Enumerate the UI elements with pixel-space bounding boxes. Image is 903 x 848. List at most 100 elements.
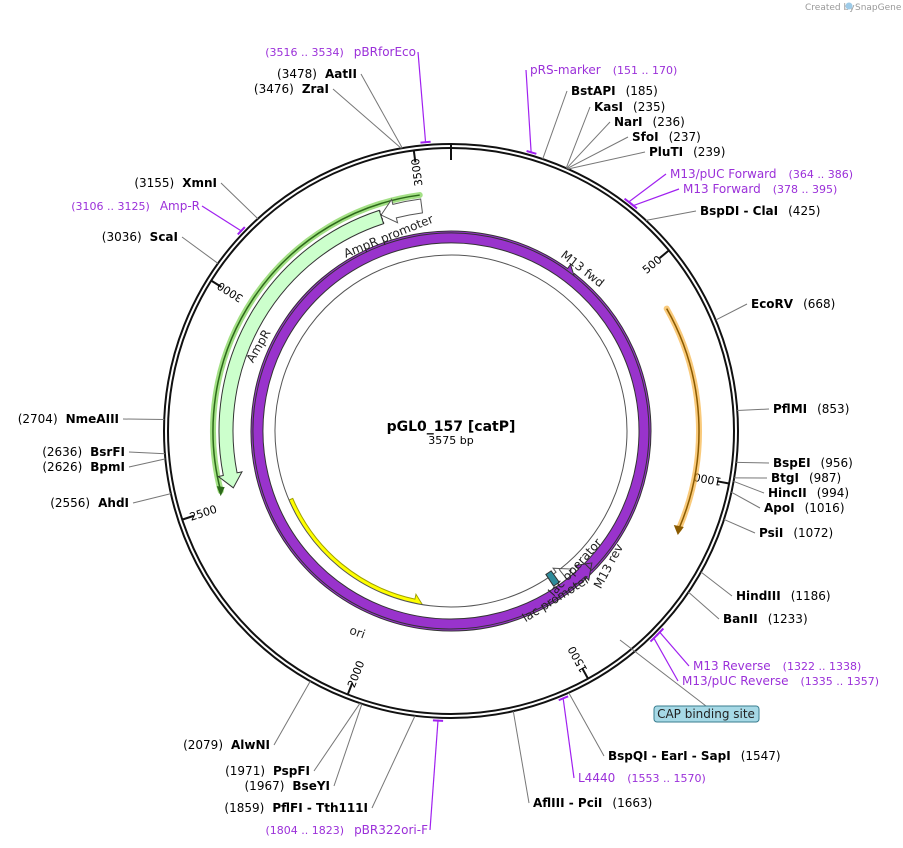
enzyme-site-bspdi-clai[interactable]: BspDI - ClaI(425) — [700, 204, 820, 218]
enzyme-position: (237) — [669, 130, 701, 144]
enzyme-site-btgi[interactable]: BtgI(987) — [771, 471, 841, 485]
primer-range: (3106 .. 3125) — [71, 200, 150, 213]
feature-ampr[interactable] — [217, 209, 385, 489]
tick-label: 2000 — [345, 659, 367, 690]
enzyme-leader-kasi — [565, 106, 591, 169]
enzyme-site-aatii[interactable]: (3478) AatII — [277, 67, 357, 81]
enzyme-name: PflMI — [773, 402, 807, 416]
primer-leader-prs-marker — [525, 69, 532, 154]
enzyme-leader-sfoi — [566, 136, 629, 169]
enzyme-site-alwni[interactable]: (2079)AlwNI — [183, 738, 270, 752]
enzyme-leader-bseyi — [333, 703, 363, 787]
enzyme-leader-afliii-pcii — [512, 711, 530, 804]
enzyme-leader-bpmi — [128, 458, 166, 468]
enzyme-leader-zrai — [332, 88, 402, 149]
feature-label-ori: ori — [348, 623, 367, 641]
enzyme-site-pluti[interactable]: PluTI(239) — [649, 145, 725, 159]
enzyme-position: (3036) — [102, 230, 142, 244]
tick-mark — [717, 480, 730, 485]
enzyme-site-bsrfi[interactable]: (2636)BsrFI — [42, 445, 125, 459]
enzyme-name: ZraI — [302, 82, 329, 96]
enzyme-site-apoi[interactable]: ApoI(1016) — [764, 501, 845, 515]
primer-pbr322ori-f[interactable]: (1804 .. 1823)pBR322ori-F — [266, 823, 429, 837]
tick-mark — [412, 150, 417, 163]
enzyme-site-pspfi[interactable]: (1971) PspFI — [225, 764, 310, 778]
feature-ampr-promoter[interactable] — [380, 198, 424, 224]
enzyme-site-nari[interactable]: NarI (236) — [614, 115, 685, 129]
primer-pbrforeco[interactable]: (3516 .. 3534)pBRforEco — [265, 45, 416, 59]
primer-l4440[interactable]: L4440(1553 .. 1570) — [578, 771, 706, 785]
feature-cap-binding-site[interactable] — [545, 570, 560, 587]
enzyme-name: NmeAIII — [66, 412, 119, 426]
enzyme-site-bseyi[interactable]: (1967)BseYI — [245, 779, 331, 793]
enzyme-site-pflmi[interactable]: PflMI(853) — [773, 402, 849, 416]
enzyme-position: (1663) — [612, 796, 652, 810]
enzyme-site-psii[interactable]: PsiI(1072) — [759, 526, 833, 540]
enzyme-leader-ahdi — [132, 493, 172, 504]
enzyme-position: (1971) — [225, 764, 265, 778]
enzyme-site-ahdi[interactable]: (2556)AhdI — [50, 496, 129, 510]
cap-leader-line — [619, 639, 707, 707]
primer-name: L4440 — [578, 771, 615, 785]
enzyme-name: PluTI — [649, 145, 683, 159]
enzyme-site-banii[interactable]: BanII(1233) — [723, 612, 808, 626]
callout-label: CAP binding site — [657, 707, 755, 721]
enzyme-position: (1186) — [791, 589, 831, 603]
primer-m13-puc-forward[interactable]: M13/pUC Forward(364 .. 386) — [670, 167, 853, 181]
primer-m13-reverse[interactable]: M13 Reverse(1322 .. 1338) — [693, 659, 861, 673]
enzyme-name: PspFI — [273, 764, 310, 778]
snapgene-credit: Created by SnapGene — [805, 2, 902, 13]
primer-leader-pbrforeco — [417, 51, 427, 144]
enzyme-position: (2626) — [42, 460, 82, 474]
ampr-highlight-highlight-line — [212, 194, 420, 492]
primer-range: (1804 .. 1823) — [266, 824, 345, 837]
primer-m13-puc-reverse[interactable]: M13/pUC Reverse(1335 .. 1357) — [682, 674, 879, 688]
enzyme-site-ecorv[interactable]: EcoRV(668) — [751, 297, 835, 311]
primer-prs-marker[interactable]: pRS-marker(151 .. 170) — [530, 63, 677, 77]
enzyme-name: BspQI - EarI - SapI — [608, 749, 731, 763]
enzyme-name: NarI — [614, 115, 643, 129]
enzyme-site-sfoi[interactable]: SfoI (237) — [632, 130, 701, 144]
enzyme-site-bstapi[interactable]: BstAPI(185) — [571, 84, 658, 98]
enzyme-name: SfoI — [632, 130, 659, 144]
tick-label: 3500 — [409, 157, 426, 186]
enzyme-site-hincii[interactable]: HincII(994) — [768, 486, 849, 500]
feature-m13-rev[interactable] — [252, 232, 650, 630]
enzyme-position: (1547) — [741, 749, 781, 763]
primer-amp-r[interactable]: (3106 .. 3125)Amp-R — [71, 199, 200, 213]
tick-label: 2500 — [188, 503, 219, 524]
primer-leader-pbr322ori-f — [429, 719, 439, 831]
enzyme-position: (1016) — [805, 501, 845, 515]
cap-binding-site-callout[interactable]: CAP binding site — [653, 705, 760, 723]
enzyme-site-nmeaiii[interactable]: (2704)NmeAIII — [18, 412, 119, 426]
enzyme-site-bspqi-eari-sapi[interactable]: BspQI - EarI - SapI (1547) — [608, 749, 781, 763]
enzyme-name: BpmI — [90, 460, 125, 474]
enzyme-position: (236) — [653, 115, 685, 129]
enzyme-leader-pluti — [567, 151, 646, 170]
enzyme-site-scai[interactable]: (3036)ScaI — [102, 230, 178, 244]
primer-name: pBRforEco — [354, 45, 416, 59]
enzyme-site-bpmi[interactable]: (2626) BpmI — [42, 460, 125, 474]
enzyme-leader-pflfi-tth111i — [371, 715, 416, 809]
enzyme-site-bspei[interactable]: BspEI(956) — [773, 456, 853, 470]
enzyme-name: AatII — [325, 67, 357, 81]
tick-label: 1500 — [565, 644, 590, 675]
enzyme-site-hindiii[interactable]: HindIII(1186) — [736, 589, 831, 603]
enzyme-labels: (3478) AatII(3476)ZraI BstAPI(185) KasI(235… — [18, 67, 853, 815]
enzyme-site-xmni[interactable]: (3155)XmnI — [134, 176, 217, 190]
enzyme-name: AlwNI — [231, 738, 270, 752]
enzyme-site-pflfi-tth111i[interactable]: (1859)PflFI - Tth111I — [224, 801, 368, 815]
plasmid-length: 3575 bp — [428, 434, 473, 447]
enzyme-site-afliii-pcii[interactable]: AflIII - PciI(1663) — [533, 796, 652, 810]
enzyme-name: XmnI — [182, 176, 217, 190]
primer-marks — [201, 51, 690, 831]
enzyme-leader-bstapi — [542, 90, 568, 160]
enzyme-leader-pspfi — [313, 702, 361, 772]
primer-m13-forward[interactable]: M13 Forward(378 .. 395) — [683, 182, 837, 196]
enzyme-site-zrai[interactable]: (3476)ZraI — [254, 82, 329, 96]
enzyme-site-kasi[interactable]: KasI(235) — [594, 100, 665, 114]
enzyme-position: (956) — [821, 456, 853, 470]
enzyme-position: (3478) — [277, 67, 317, 81]
enzyme-leader-pflmi — [737, 408, 770, 411]
